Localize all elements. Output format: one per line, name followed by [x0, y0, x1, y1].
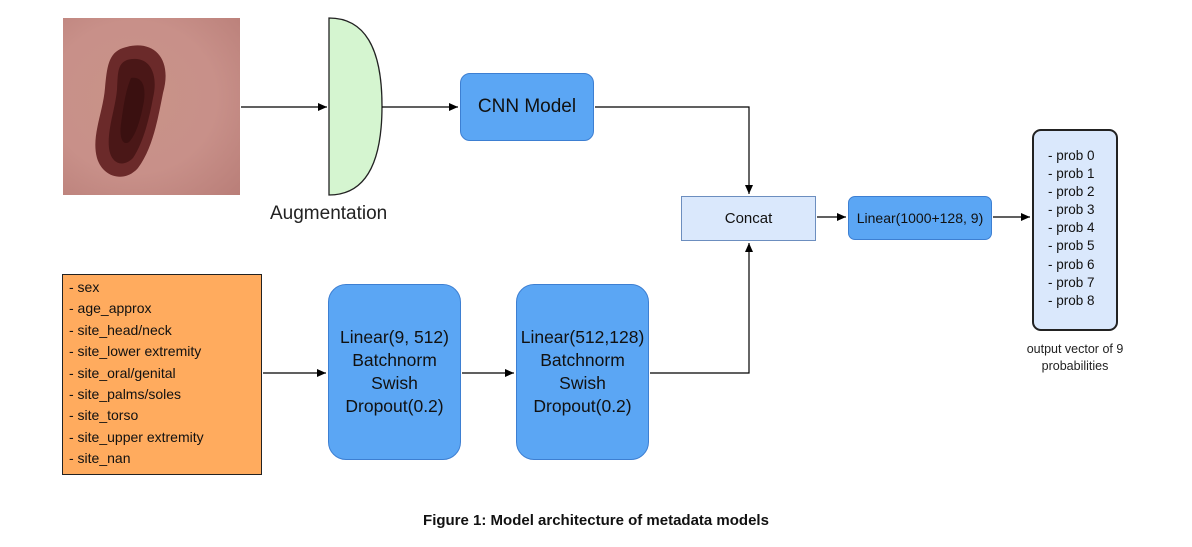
- output-item: - prob 1: [1048, 166, 1095, 182]
- metadata-item: - site_head/neck: [69, 321, 172, 338]
- metadata-features-node: - sex - age_approx - site_head/neck - si…: [62, 274, 262, 475]
- arrow-block2-to-concat: [650, 243, 753, 374]
- figure-caption: Figure 1: Model architecture of metadata…: [423, 512, 769, 529]
- metadata-item: - site_palms/soles: [69, 386, 182, 403]
- output-caption: output vector of 9 probabilities: [1005, 341, 1145, 375]
- output-item: - prob 3: [1048, 202, 1095, 218]
- metadata-item: - site_nan: [69, 450, 131, 467]
- output-caption-line1: output vector of 9: [1026, 342, 1124, 356]
- augmentation-label: Augmentation: [270, 203, 388, 224]
- output-caption-line2: probabilities: [1041, 359, 1109, 373]
- block1-line: Linear(9, 512): [340, 327, 449, 347]
- block2-line: Dropout(0.2): [533, 396, 632, 416]
- block1-line: Batchnorm: [352, 350, 437, 370]
- metadata-item: - age_approx: [69, 300, 152, 317]
- metadata-block-1: Linear(9, 512) Batchnorm Swish Dropout(0…: [328, 284, 461, 460]
- output-item: - prob 6: [1048, 256, 1095, 272]
- arrow-cnn-to-concat: [595, 106, 753, 194]
- cnn-model-node: CNN Model: [460, 73, 594, 141]
- lesion-graphic: [95, 45, 166, 177]
- block2-line: Batchnorm: [540, 350, 625, 370]
- output-item: - prob 7: [1048, 274, 1095, 290]
- linear-head-node: Linear(1000+128, 9): [848, 196, 992, 240]
- output-item: - prob 2: [1048, 184, 1095, 200]
- block1-line: Dropout(0.2): [345, 396, 444, 416]
- output-item: - prob 4: [1048, 220, 1095, 236]
- metadata-item: - site_torso: [69, 407, 139, 424]
- output-item: - prob 8: [1048, 292, 1095, 308]
- metadata-item: - site_upper extremity: [69, 428, 204, 445]
- block2-line: Linear(512,128): [520, 327, 645, 347]
- output-vector-node: - prob 0 - prob 1 - prob 2 - prob 3 - pr…: [1032, 129, 1118, 331]
- block2-line: Swish: [559, 373, 606, 393]
- output-item: - prob 0: [1048, 148, 1095, 163]
- output-item: - prob 5: [1048, 238, 1095, 254]
- concat-node: Concat: [681, 196, 816, 241]
- metadata-item: - site_lower extremity: [69, 343, 202, 360]
- block1-line: Swish: [371, 373, 418, 393]
- metadata-item: - site_oral/genital: [69, 364, 176, 381]
- skin-lesion-image: [63, 18, 240, 195]
- metadata-block-2: Linear(512,128) Batchnorm Swish Dropout(…: [516, 284, 649, 460]
- augmentation-shape: [328, 17, 383, 196]
- metadata-item: - sex: [69, 279, 100, 295]
